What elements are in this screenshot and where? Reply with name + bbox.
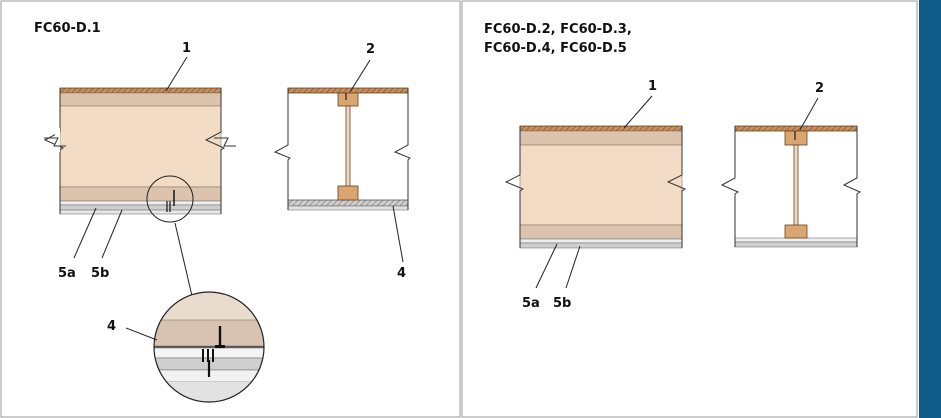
sidebar-strip: [919, 0, 941, 418]
section-a-left: [43, 87, 236, 223]
panel-2-title-line-1: FC60-D.2, FC60-D.3,: [484, 22, 632, 37]
right-panel-frame: [461, 0, 918, 418]
label-4-left: 4: [397, 266, 406, 281]
panel-1-title: FC60-D.1: [34, 21, 101, 36]
section-b-left: [273, 87, 411, 211]
label-4-detail: 4: [107, 319, 116, 334]
panel-2-title-line-2: FC60-D.4, FC60-D.5: [484, 41, 627, 56]
left-panel-frame: [0, 0, 461, 418]
label-1-left: 1: [182, 41, 191, 56]
label-1-right: 1: [648, 79, 657, 94]
label-2-right: 2: [815, 81, 824, 96]
label-5a-right: 5a: [522, 296, 540, 311]
label-5b-right: 5b: [553, 296, 571, 311]
section-b-right: [720, 125, 862, 248]
detail-circle: [153, 291, 265, 403]
section-a-right: [504, 125, 687, 249]
detail-leader: [174, 222, 193, 297]
label-2-left: 2: [366, 42, 375, 57]
label-5b-left: 5b: [91, 266, 109, 281]
label-5a-left: 5a: [58, 266, 76, 281]
